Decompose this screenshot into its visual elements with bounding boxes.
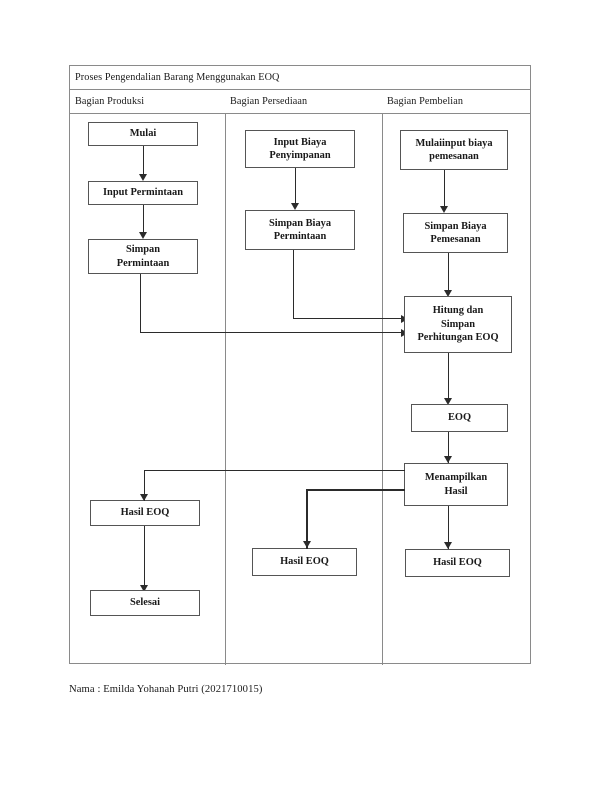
diagram-title: Proses Pengendalian Barang Menggunakan E… bbox=[75, 72, 280, 83]
edge-simpan-biaya-to-eoq-vertical bbox=[293, 250, 294, 319]
node-input-permintaan-label: Input Permintaan bbox=[103, 187, 183, 199]
node-mulai-input-biaya-pemesanan-label-1: Mulaiinput biaya bbox=[415, 137, 493, 149]
edge-eoq-to-menampilkan-hasil-arrow bbox=[444, 456, 452, 463]
edge-mulai-input-to-simpan-biaya-pemesanan-arrow bbox=[440, 206, 448, 213]
node-hasil-eoq-pembelian[interactable]: Hasil EOQ bbox=[405, 549, 510, 577]
node-simpan-biaya-pemesanan-label-2: Pemesanan bbox=[430, 234, 481, 245]
lane-divider-2 bbox=[382, 113, 383, 665]
node-input-permintaan[interactable]: Input Permintaan bbox=[88, 181, 198, 205]
node-menampilkan-hasil[interactable]: Menampilkan Hasil bbox=[404, 463, 508, 506]
node-eoq[interactable]: EOQ bbox=[411, 404, 508, 432]
node-hitung-simpan-perhitungan-eoq-label-2: Simpan bbox=[440, 318, 476, 330]
node-selesai-label: Selesai bbox=[129, 597, 160, 609]
node-mulai-label: Mulai bbox=[129, 128, 157, 140]
node-mulai[interactable]: Mulai bbox=[88, 122, 198, 146]
edge-menampilkan-to-hasil-persediaan-horizontal bbox=[306, 489, 405, 491]
edge-mulai-input-to-simpan-biaya-pemesanan bbox=[444, 170, 445, 207]
lane-header-persediaan: Bagian Persediaan bbox=[230, 96, 308, 107]
edge-input-biaya-to-simpan-biaya bbox=[295, 168, 296, 204]
node-hasil-eoq-persediaan[interactable]: Hasil EOQ bbox=[252, 548, 357, 576]
node-simpan-permintaan-label-1: Simpan bbox=[125, 244, 161, 255]
edge-mulai-to-input-permintaan bbox=[143, 146, 144, 175]
edge-mulai-to-input-permintaan-arrow bbox=[139, 174, 147, 181]
lane-divider-1 bbox=[225, 113, 226, 665]
edge-menampilkan-to-hasil-produksi-horizontal bbox=[144, 470, 405, 471]
edge-input-to-simpan-permintaan bbox=[143, 205, 144, 233]
node-input-biaya-penyimpanan[interactable]: Input Biaya Penyimpanan bbox=[245, 130, 355, 168]
edge-menampilkan-to-hasil-produksi-arrow bbox=[140, 494, 148, 501]
node-hitung-simpan-perhitungan-eoq-label-1: Hitung dan bbox=[432, 305, 484, 317]
node-hasil-eoq-produksi-label: Hasil EOQ bbox=[120, 507, 170, 519]
node-simpan-biaya-pemesanan-label-1: Simpan Biaya bbox=[424, 220, 487, 232]
node-hasil-eoq-produksi[interactable]: Hasil EOQ bbox=[90, 500, 200, 526]
header-title-divider bbox=[70, 89, 530, 90]
node-hitung-simpan-perhitungan-eoq[interactable]: Hitung dan Simpan Perhitungan EOQ bbox=[404, 296, 512, 353]
node-hasil-eoq-pembelian-label: Hasil EOQ bbox=[433, 557, 482, 569]
edge-hasil-eoq-to-selesai bbox=[144, 526, 145, 586]
node-menampilkan-hasil-label-1: Menampilkan bbox=[424, 472, 488, 483]
edge-hasil-eoq-to-selesai-arrow bbox=[140, 585, 148, 592]
lane-header-divider bbox=[70, 113, 530, 114]
edge-menampilkan-to-hasil-produksi-vertical bbox=[144, 470, 145, 501]
edge-menampilkan-to-hasil-persediaan-arrow bbox=[303, 541, 311, 548]
node-simpan-permintaan[interactable]: Simpan Permintaan bbox=[88, 239, 198, 274]
node-mulai-input-biaya-pemesanan-label-2: pemesanan bbox=[429, 151, 479, 162]
node-hitung-simpan-perhitungan-eoq-label-3: Perhitungan EOQ bbox=[417, 332, 499, 344]
edge-simpan-permintaan-to-eoq-vertical bbox=[140, 274, 141, 332]
lane-header-produksi: Bagian Produksi bbox=[75, 96, 145, 107]
edge-hitung-to-eoq bbox=[448, 353, 449, 399]
author-footer: Nama : Emilda Yohanah Putri (2021710015) bbox=[69, 684, 263, 695]
node-simpan-permintaan-label-2: Permintaan bbox=[116, 257, 170, 269]
edge-menampilkan-to-hasil-pembelian-arrow bbox=[444, 542, 452, 549]
node-simpan-biaya-permintaan-label-2: Permintaan bbox=[273, 231, 327, 242]
node-input-biaya-penyimpanan-label-2: Penyimpanan bbox=[269, 150, 331, 161]
lane-header-pembelian: Bagian Pembelian bbox=[387, 96, 464, 107]
node-simpan-biaya-permintaan-label-1: Simpan Biaya bbox=[268, 217, 332, 229]
edge-input-biaya-to-simpan-biaya-arrow bbox=[291, 203, 299, 210]
node-selesai[interactable]: Selesai bbox=[90, 590, 200, 616]
node-input-biaya-penyimpanan-label-1: Input Biaya bbox=[273, 136, 327, 148]
edge-eoq-to-menampilkan-hasil bbox=[448, 432, 449, 464]
node-simpan-biaya-permintaan[interactable]: Simpan Biaya Permintaan bbox=[245, 210, 355, 250]
node-eoq-label: EOQ bbox=[447, 412, 472, 424]
swimlane-table bbox=[69, 65, 531, 665]
edge-hitung-to-eoq-arrow bbox=[444, 398, 452, 405]
node-mulai-input-biaya-pemesanan[interactable]: Mulaiinput biaya pemesanan bbox=[400, 130, 508, 170]
edge-menampilkan-to-hasil-persediaan-vertical bbox=[306, 489, 308, 549]
node-simpan-biaya-pemesanan[interactable]: Simpan Biaya Pemesanan bbox=[403, 213, 508, 253]
edge-menampilkan-to-hasil-pembelian bbox=[448, 506, 449, 549]
edge-simpan-biaya-to-eoq-horizontal bbox=[293, 318, 404, 319]
node-menampilkan-hasil-label-2: Hasil bbox=[444, 485, 468, 497]
edge-simpan-pemesanan-to-hitung-eoq bbox=[448, 253, 449, 291]
node-hasil-eoq-persediaan-label: Hasil EOQ bbox=[280, 556, 329, 568]
edge-input-to-simpan-permintaan-arrow bbox=[139, 232, 147, 239]
edge-simpan-pemesanan-to-hitung-eoq-arrow bbox=[444, 290, 452, 297]
edge-simpan-permintaan-to-eoq-horizontal bbox=[140, 332, 404, 333]
